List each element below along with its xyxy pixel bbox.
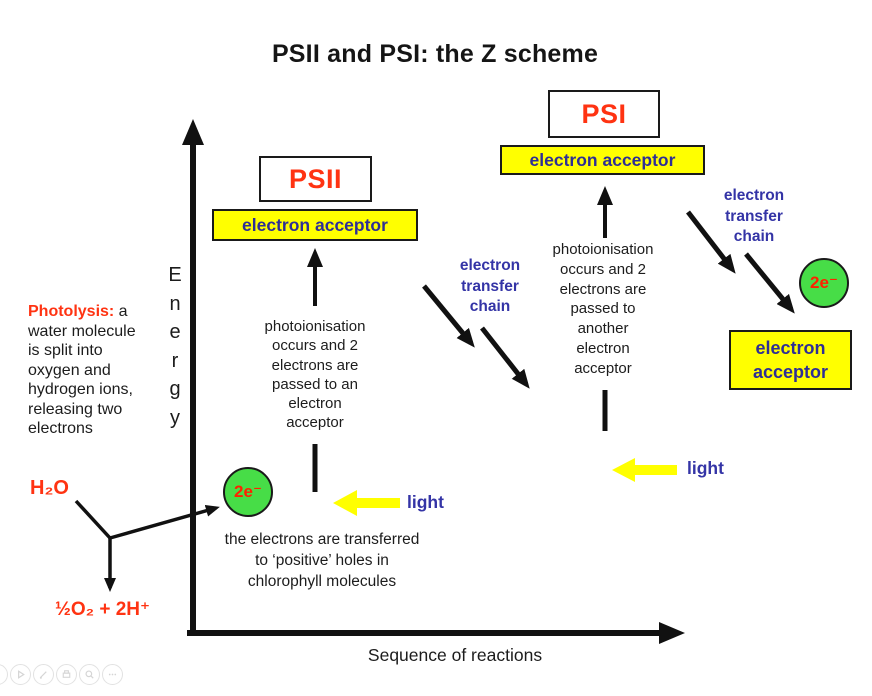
y-axis-letter: r: [171, 349, 179, 372]
psii-photoionisation-text: photoionisation occurs and 2 electrons a…: [264, 318, 366, 432]
light-arrow-psii: [333, 490, 400, 516]
etc-mid-arrow-1: [422, 284, 475, 348]
electron-transfer-chain-label-mid: electron transfer chain: [459, 257, 521, 315]
etc-right-arrow-1: [686, 210, 736, 274]
final-electron-acceptor-box: electron acceptor: [729, 330, 852, 390]
more-icon[interactable]: [102, 664, 123, 685]
psii-electron-acceptor-box: electron acceptor: [212, 209, 418, 241]
photolysis-term: Photolysis:: [28, 303, 115, 320]
light-arrow-psi: [612, 458, 677, 482]
viewer-toolbar: [0, 664, 123, 685]
photolysis-electron-arrow: [109, 504, 220, 540]
chlorophyll-transfer-note: the electrons are transferred to ‘positi…: [224, 531, 420, 590]
y-axis-label: E n e r g y: [163, 261, 187, 432]
electron-badge-psii: 2e⁻: [223, 467, 273, 517]
y-axis-letter: y: [170, 406, 180, 429]
photolysis-note: Photolysis: a water molecule is split in…: [28, 302, 176, 439]
psi-light-label: light: [687, 458, 724, 478]
slide-title: PSII and PSI: the Z scheme: [271, 40, 599, 68]
psii-light-label: light: [407, 492, 444, 512]
electron-badge-psi: 2e⁻: [799, 258, 849, 308]
photolysis-branch-line: [74, 499, 112, 540]
products-formula: ½O₂ + 2H⁺: [55, 599, 151, 620]
y-axis-letter: e: [169, 321, 181, 343]
psi-box: PSI: [548, 90, 660, 138]
play-icon[interactable]: [10, 664, 31, 685]
electron-transfer-chain-label-right: electron transfer chain: [723, 187, 785, 245]
pencil-icon[interactable]: [33, 664, 54, 685]
psii-box: PSII: [259, 156, 372, 202]
partial-circle-icon: [0, 664, 8, 685]
zoom-icon[interactable]: [79, 664, 100, 685]
x-axis-label: Sequence of reactions: [367, 645, 543, 665]
etc-mid-arrow-2: [480, 326, 530, 389]
psi-electron-acceptor-box: electron acceptor: [500, 145, 705, 175]
y-axis-letter: E: [168, 264, 182, 286]
print-icon[interactable]: [56, 664, 77, 685]
y-axis-letter: g: [169, 378, 181, 400]
photolysis-rest: a water molecule is split into oxygen an…: [28, 303, 136, 437]
psi-photoionisation-text: photoionisation occurs and 2 electrons a…: [552, 241, 654, 377]
etc-right-arrow-2: [744, 252, 795, 314]
y-axis-letter: n: [169, 292, 181, 315]
water-formula: H₂O: [30, 477, 69, 499]
